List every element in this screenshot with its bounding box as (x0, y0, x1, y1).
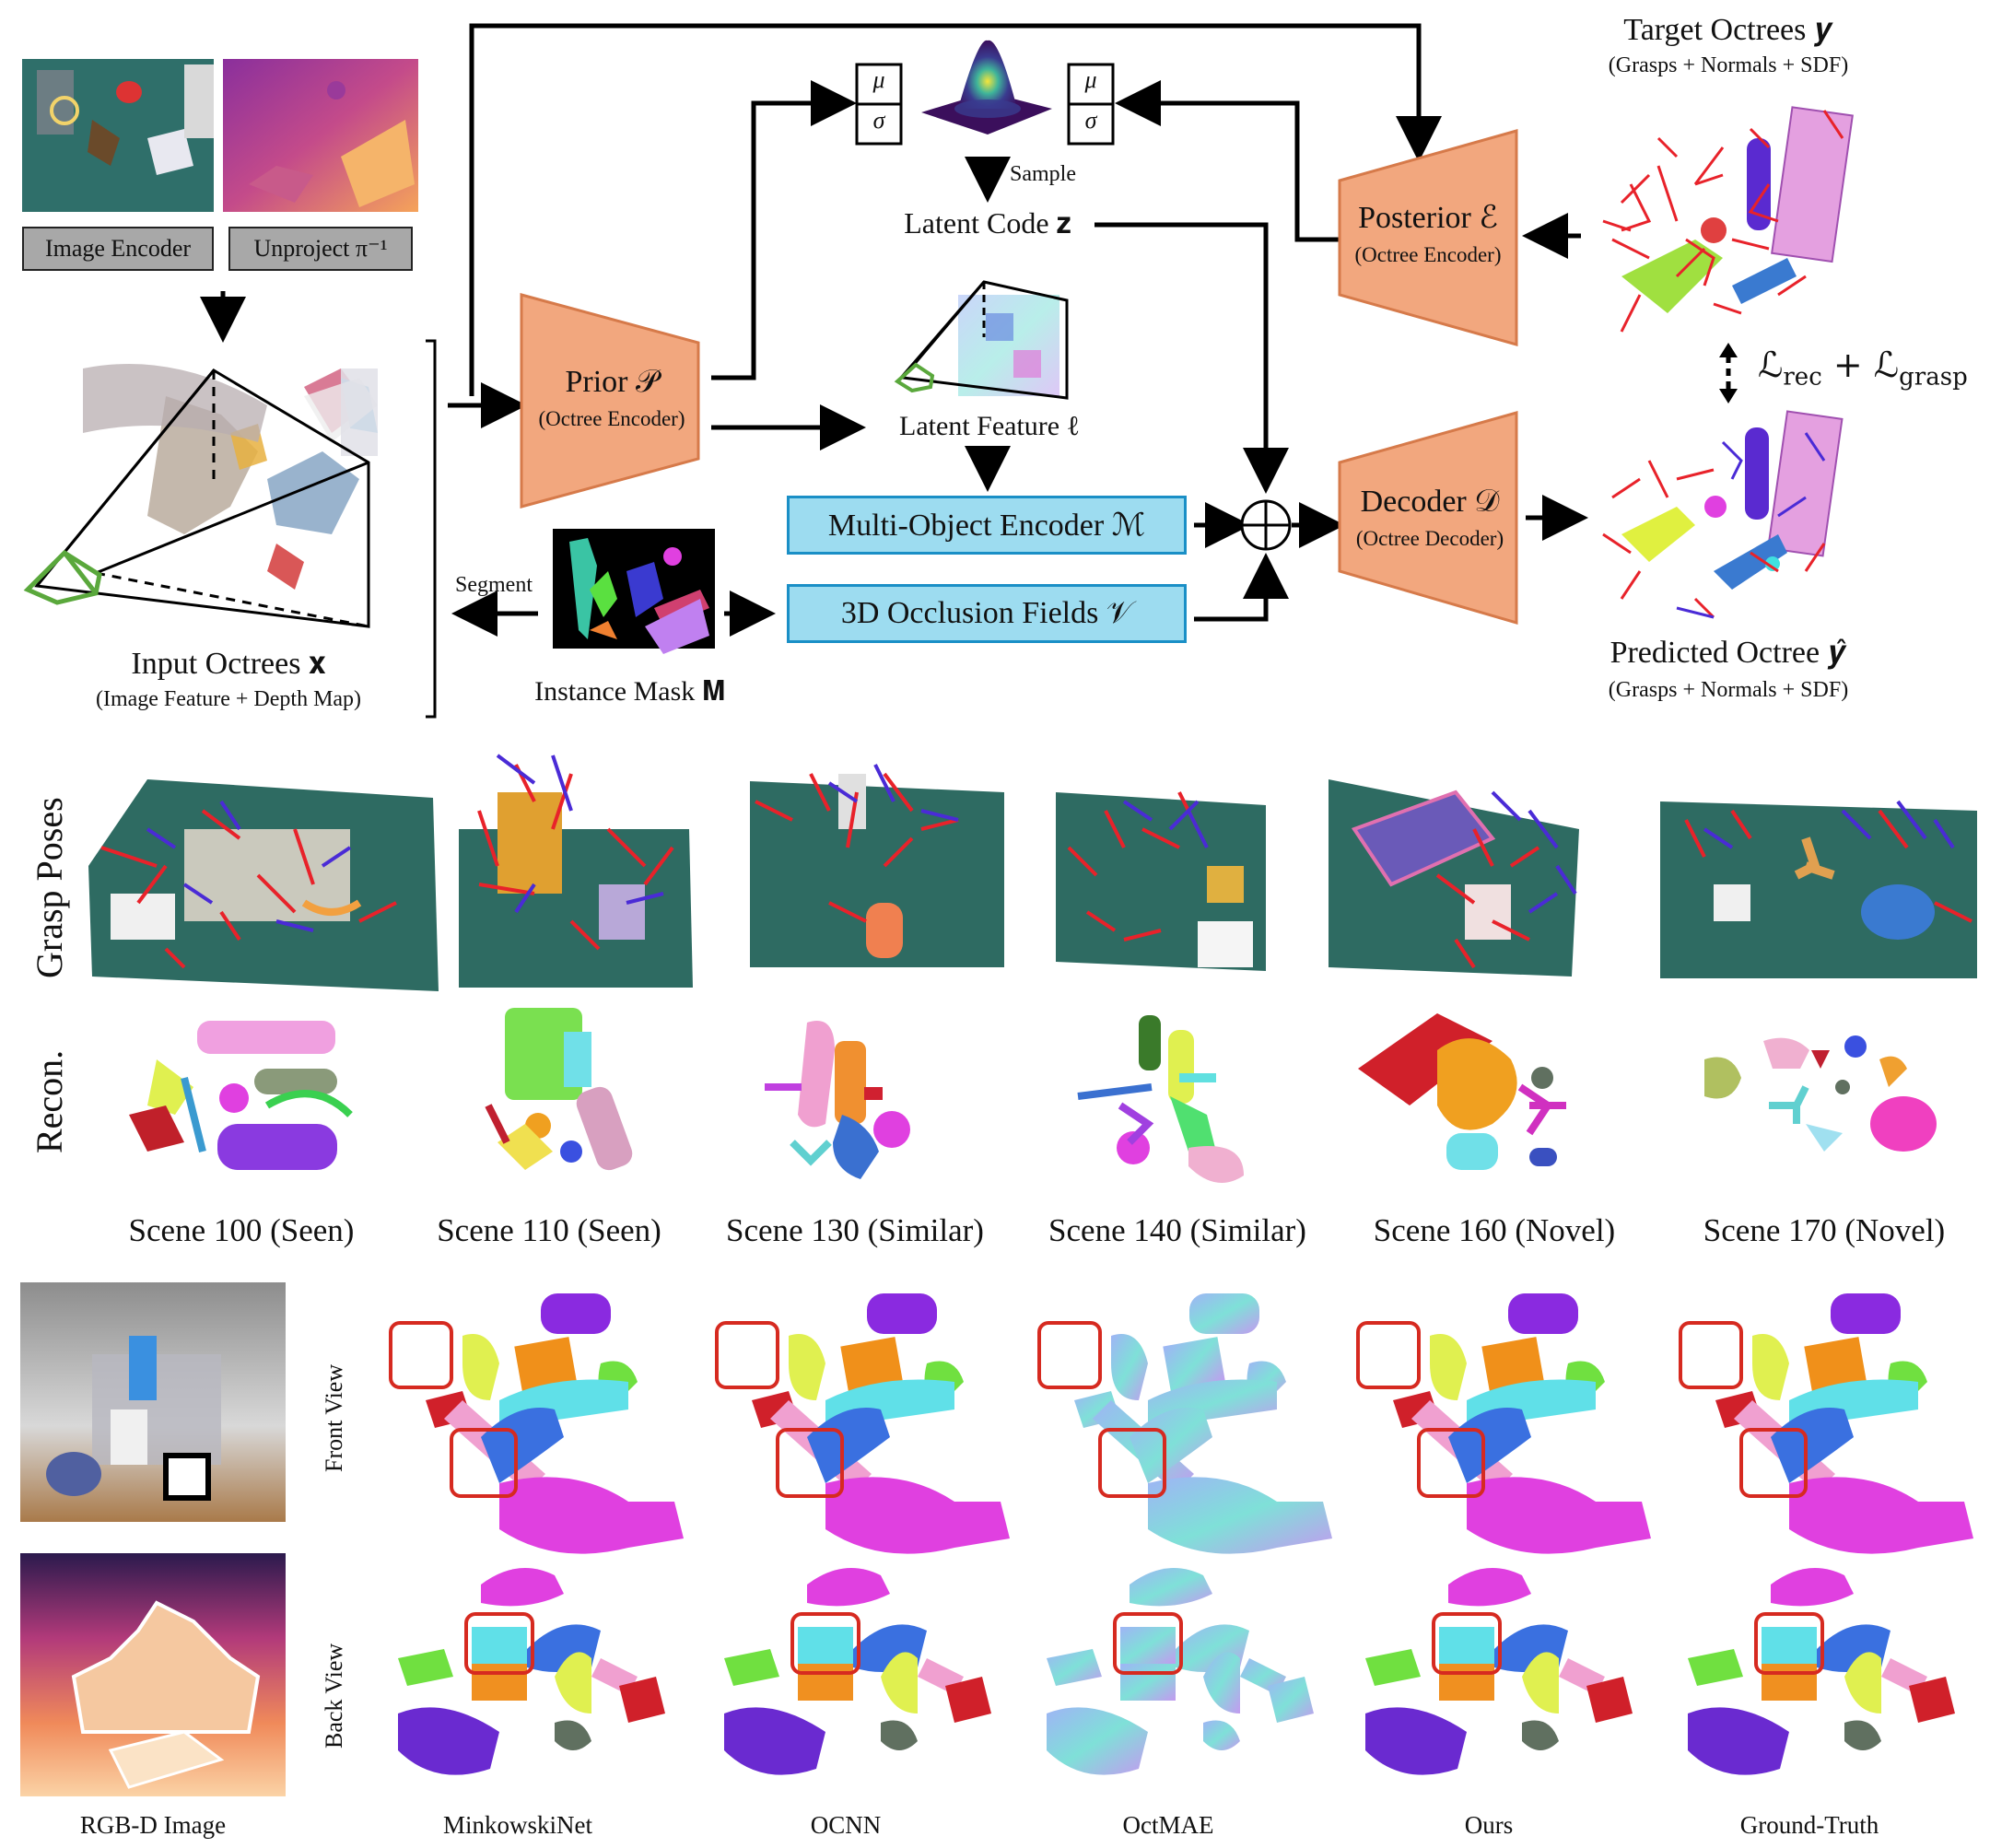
arrow-latent-code-to-sum (1094, 222, 1289, 494)
back-view-ours (1365, 1568, 1633, 1775)
scene-label-4: Scene 140 (Similar) (1048, 1212, 1306, 1248)
latent-code-label: Latent Code 𝐳 (904, 206, 1071, 240)
prior-trapezoid (520, 293, 700, 509)
grasp-scene-1 (88, 779, 439, 991)
method-label-ocnn: OCNN (810, 1811, 882, 1839)
recon-scene-5 (1358, 1013, 1566, 1170)
front-view-ours (1356, 1293, 1651, 1554)
recon-scene-3 (765, 1021, 910, 1179)
grasp-scene-4 (1056, 791, 1266, 971)
depth-image (20, 1553, 286, 1796)
recon-scene-4 (1077, 1015, 1244, 1183)
image-encoder-box: Image Encoder (22, 227, 214, 271)
method-label-octmae: OctMAE (1122, 1811, 1214, 1839)
prior-mu-label: μ (872, 66, 885, 93)
loss-label: ℒrec + ℒgrasp (1758, 345, 1968, 392)
arrow-posterior-to-distribution (1115, 80, 1341, 242)
scene-label-2: Scene 110 (Seen) (437, 1212, 661, 1248)
method-label-ours: Ours (1464, 1811, 1514, 1839)
latent-feature-label: Latent Feature ℓ (899, 411, 1080, 441)
method-label-minkowskinet: MinkowskiNet (443, 1811, 592, 1839)
sample-label: Sample (1010, 162, 1076, 186)
decoder-subtitle: (Octree Decoder) (1355, 527, 1504, 550)
posterior-mu-label: μ (1084, 66, 1097, 93)
occlusion-fields-box: 3D Occlusion Fields 𝒱 (787, 584, 1187, 643)
front-view-minkowskinet (389, 1293, 684, 1554)
recon-scene-6 (1704, 1035, 1937, 1152)
scene-label-3: Scene 130 (Similar) (726, 1212, 984, 1248)
rgb-image-photo (20, 1282, 286, 1522)
input-octrees-title: Input Octrees 𝐱 (131, 647, 326, 681)
comparison-grid (389, 1293, 1973, 1775)
grasp-scene-5 (1329, 779, 1579, 977)
predicted-octree-title: Predicted Octree 𝒚̂ (1610, 636, 1847, 670)
front-view-label: Front View (321, 1363, 347, 1472)
unproject-box: Unproject π⁻¹ (228, 227, 413, 271)
grasp-poses-row-label: Grasp Poses (29, 797, 70, 978)
target-octrees-subtitle: (Grasps + Normals + SDF) (1608, 53, 1849, 77)
front-view-ocnn (715, 1293, 1010, 1554)
comparison-column-ground-truth (1679, 1293, 1973, 1775)
rgb-photo-thumbnail (22, 59, 214, 212)
prior-sigma-label: σ (872, 107, 885, 134)
multi-object-encoder-box: Multi-Object Encoder ℳ (787, 496, 1187, 555)
segment-label: Segment (455, 573, 533, 597)
input-octree-illustration (23, 364, 378, 628)
grasp-poses-row (88, 754, 1977, 991)
comparison-column-minkowskinet (389, 1293, 684, 1775)
back-view-ground-truth (1688, 1568, 1955, 1775)
comparison-column-ours (1356, 1293, 1651, 1775)
posterior-title: Posterior ℰ (1358, 201, 1498, 235)
depth-map-thumbnail (223, 59, 418, 212)
predicted-octree-illustration (1602, 410, 1844, 619)
front-view-ground-truth (1679, 1293, 1973, 1554)
posterior-mu-sigma-box (1067, 63, 1115, 146)
scene-label-6: Scene 170 (Novel) (1703, 1212, 1946, 1248)
method-label-ground-truth: Ground-Truth (1739, 1811, 1879, 1839)
target-octree-illustration (1602, 106, 1854, 333)
instance-mask-thumbnail (553, 529, 715, 654)
grasp-scene-2 (459, 754, 693, 988)
latent-feature-illustration (894, 280, 1069, 400)
bracket (426, 339, 437, 719)
prior-mu-sigma-box (855, 63, 903, 146)
scene-label-5: Scene 160 (Novel) (1373, 1212, 1616, 1248)
target-octrees-title: Target Octrees 𝒚 (1623, 13, 1833, 47)
comparison-column-ocnn (715, 1293, 1010, 1775)
back-view-octmae (1047, 1568, 1314, 1775)
instance-mask-label: Instance Mask 𝐌 (534, 676, 726, 707)
predicted-octree-subtitle: (Grasps + Normals + SDF) (1608, 678, 1849, 702)
input-octrees-subtitle: (Image Feature + Depth Map) (95, 687, 362, 711)
posterior-trapezoid (1338, 129, 1518, 346)
comparison-column-octmae (1037, 1293, 1332, 1775)
recon-row-label: Recon. (29, 1049, 70, 1153)
arrow-prior-to-distribution (711, 80, 857, 380)
prior-subtitle: (Octree Encoder) (538, 407, 685, 430)
front-view-octmae (1037, 1293, 1332, 1554)
scene-label-1: Scene 100 (Seen) (128, 1212, 355, 1248)
recon-row (129, 1008, 1937, 1183)
grasp-scene-6 (1660, 800, 1977, 978)
posterior-subtitle: (Octree Encoder) (1354, 243, 1502, 266)
recon-scene-2 (485, 1008, 633, 1171)
decoder-trapezoid (1338, 411, 1518, 625)
back-view-label: Back View (321, 1643, 347, 1749)
method-label-rgbd: RGB-D Image (79, 1811, 227, 1839)
decoder-title: Decoder 𝒟 (1360, 485, 1500, 519)
posterior-sigma-label: σ (1084, 107, 1097, 134)
prior-title: Prior 𝒫 (565, 365, 659, 399)
gaussian-distribution-plot (921, 40, 1052, 135)
arrow-occlusion-to-sum (1194, 553, 1289, 622)
grasp-scene-3 (750, 764, 1004, 967)
sum-operator (1240, 499, 1292, 551)
back-view-ocnn (724, 1568, 991, 1775)
recon-scene-1 (129, 1021, 353, 1170)
arrow-input-to-posterior (469, 23, 1442, 396)
back-view-minkowskinet (398, 1568, 665, 1775)
